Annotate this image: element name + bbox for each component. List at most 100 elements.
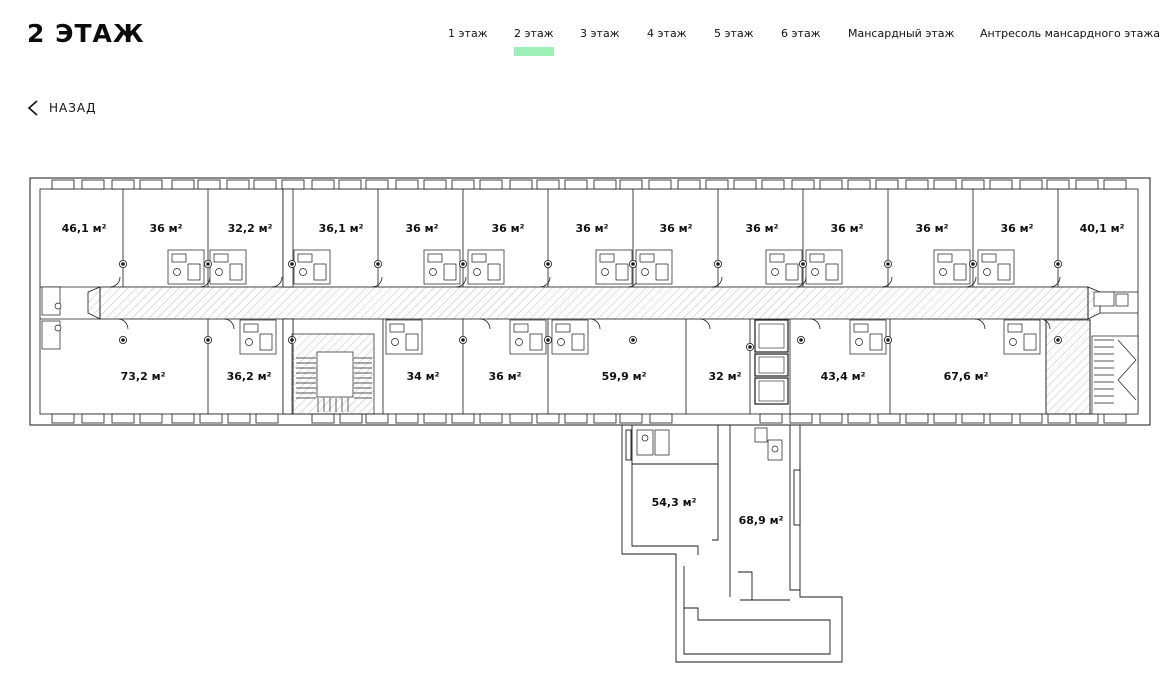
stairwell-right [1045,319,1139,415]
floor-tab-label: 6 этаж [781,27,821,40]
floor-tab-3[interactable]: 3 этаж [580,27,620,40]
window [423,413,447,424]
unit-area-3[interactable]: 32,2 м² [228,222,273,235]
unit-area-2[interactable]: 36 м² [150,222,183,235]
window [1103,413,1127,424]
window [311,179,335,190]
unit-area-1[interactable]: 46,1 м² [62,222,107,235]
unit-area-5[interactable]: 36 м² [406,222,439,235]
window [989,413,1013,424]
unit-area-14[interactable]: 73,2 м² [121,370,166,383]
floor-tab-label: 3 этаж [580,27,620,40]
unit-area-13[interactable]: 40,1 м² [1080,222,1125,235]
window [1046,179,1070,190]
wing-walls [621,425,843,663]
unit-area-11[interactable]: 36 м² [916,222,949,235]
unit-area-18[interactable]: 59,9 м² [602,370,647,383]
window [451,413,475,424]
window [338,179,362,190]
floor-tab-7[interactable]: Мансардный этаж [848,27,954,40]
window [227,413,251,424]
unit-area-10[interactable]: 36 м² [831,222,864,235]
unit-area-15[interactable]: 36,2 м² [227,370,272,383]
floor-tab-label: Антресоль мансардного этажа [980,27,1161,40]
window [933,413,957,424]
riser-markers [119,259,1063,351]
floor-tab-label: 2 этаж [514,27,554,40]
floor-tab-label: Мансардный этаж [848,27,955,40]
window [423,179,447,190]
window [81,413,105,424]
window [199,413,223,424]
window [339,413,363,424]
window [619,413,643,424]
floor-tab-2[interactable]: 2 этаж [514,27,554,56]
unit-area-9[interactable]: 36 м² [746,222,779,235]
window [989,179,1013,190]
window [451,179,475,190]
window [961,179,985,190]
window [1019,179,1043,190]
window [961,413,985,424]
window [1047,413,1071,424]
active-tab-indicator [514,47,554,56]
corridor-end-left [87,286,101,320]
back-button[interactable]: НАЗАД [26,98,97,118]
unit-area-23[interactable]: 68,9 м² [739,514,784,527]
window [51,179,75,190]
window [509,413,533,424]
unit-area-19[interactable]: 32 м² [709,370,742,383]
window [648,179,672,190]
window [593,179,617,190]
unit-area-8[interactable]: 36 м² [660,222,693,235]
window [1103,179,1127,190]
window [51,413,75,424]
window [536,413,560,424]
unit-area-4[interactable]: 36,1 м² [319,222,364,235]
window [311,413,335,424]
unit-area-6[interactable]: 36 м² [492,222,525,235]
floor-tab-6[interactable]: 6 этаж [781,27,821,40]
floor-tab-label: 4 этаж [647,27,687,40]
unit-area-20[interactable]: 43,4 м² [821,370,866,383]
unit-area-7[interactable]: 36 м² [576,222,609,235]
window [226,179,250,190]
window [759,413,783,424]
window [1075,413,1099,424]
stairwell-center [291,333,375,415]
floor-tab-4[interactable]: 4 этаж [647,27,687,40]
unit-area-17[interactable]: 36 м² [489,370,522,383]
floor-tab-label: 1 этаж [448,27,488,40]
floor-tabs: 1 этаж 2 этаж 3 этаж 4 этаж 5 этаж 6 этаж Манс… [0,27,1168,61]
building-walls [29,177,1151,426]
floor-tab-8[interactable]: Антресоль мансардного этажа [980,27,1160,40]
window [479,179,503,190]
unit-area-16[interactable]: 34 м² [407,370,440,383]
window [253,179,277,190]
floor-tab-1[interactable]: 1 этаж [448,27,488,40]
window [789,413,813,424]
window [705,179,729,190]
window [171,179,195,190]
elevator-shafts [754,319,789,405]
unit-area-labels: 46,1 м² 36 м² 32,2 м² 36,1 м² 36 м² 36 м² 36 м… [62,222,1125,527]
window [255,413,279,424]
window [733,179,757,190]
window [281,179,305,190]
window [171,413,195,424]
window [365,413,389,424]
window [536,179,560,190]
corridor [99,286,1089,320]
wing-fixtures [636,427,783,461]
window [905,413,929,424]
window [395,179,419,190]
unit-area-22[interactable]: 54,3 м² [652,496,697,509]
unit-area-12[interactable]: 36 м² [1001,222,1034,235]
partition-walls [40,188,1138,415]
window [139,179,163,190]
window [847,413,871,424]
unit-area-21[interactable]: 67,6 м² [944,370,989,383]
floor-tab-5[interactable]: 5 этаж [714,27,754,40]
window [197,179,221,190]
